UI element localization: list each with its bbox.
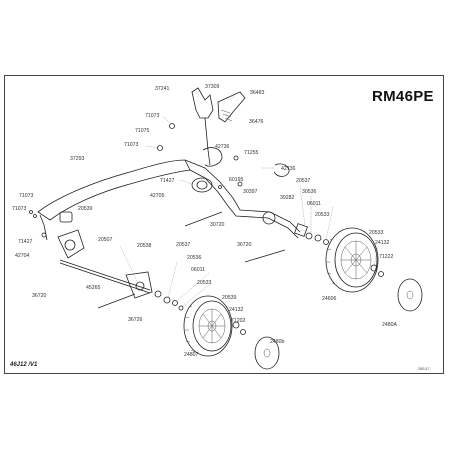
model-title: RM46PE: [372, 88, 434, 105]
label-06011-a: 06011: [307, 201, 321, 207]
label-36720-a: 36720: [237, 242, 252, 248]
label-71073-b: 71073: [124, 142, 139, 148]
frame-fasteners: [29, 123, 290, 238]
label-20539-b: 20539: [222, 295, 237, 301]
label-45265: 45265: [86, 285, 101, 291]
leader-lines: [119, 88, 379, 308]
label-24807: 24807: [184, 352, 199, 358]
threaded-rods: [97, 211, 286, 309]
label-24606: 24606: [322, 296, 337, 302]
label-20507: 20507: [98, 237, 113, 243]
label-30397: 30397: [243, 189, 258, 195]
right-axle-parts: [262, 211, 384, 277]
label-30536-a: 30536: [302, 189, 317, 195]
label-36726: 36726: [128, 317, 143, 323]
handle-bracket: [191, 87, 246, 166]
label-71202: 71202: [231, 318, 246, 324]
label-42736-a: 42736: [215, 144, 230, 150]
label-42704: 42704: [15, 253, 30, 259]
label-71075: 71075: [135, 128, 150, 134]
label-20533-a: 20533: [315, 212, 330, 218]
label-37241: 37241: [155, 86, 170, 92]
label-36476: 36476: [249, 119, 264, 125]
label-71427-b: 71427: [18, 239, 33, 245]
label-20533-c: 20533: [197, 280, 212, 286]
label-71427-a: 71427: [160, 178, 175, 184]
label-71073-c: 71073: [19, 193, 34, 199]
diagram-date: 28/1/17: [418, 367, 430, 371]
label-06011-b: 06011: [191, 267, 205, 273]
label-30720-a: 30720: [210, 222, 225, 228]
hubcaps: [254, 278, 423, 370]
label-42736-b: 42736: [281, 166, 296, 172]
part-labels: 37241 37309 36483 36476 71073 71075 7107…: [12, 84, 398, 358]
rear-axle-frame: [37, 159, 301, 241]
label-37293: 37293: [70, 156, 85, 162]
label-71255: 71255: [244, 150, 259, 156]
label-42705: 42705: [150, 193, 165, 199]
label-37309: 37309: [205, 84, 220, 90]
label-71073-a: 71073: [145, 113, 160, 119]
label-71073-d: 71073: [12, 206, 27, 212]
label-20537-a: 20537: [296, 178, 311, 184]
label-20539-a: 20539: [78, 206, 93, 212]
rear-pivot-bracket: [57, 229, 153, 299]
rear-wheel-right: [325, 227, 379, 293]
label-36720-b: 36720: [32, 293, 47, 299]
label-24132-b: 24132: [229, 307, 244, 313]
label-20537-b: 20537: [176, 242, 191, 248]
label-39282: 39282: [280, 195, 295, 201]
label-20538: 20538: [137, 243, 152, 249]
label-20536-b: 20536: [187, 255, 202, 261]
diagram-frame: [4, 75, 444, 374]
label-36483: 36483: [250, 90, 265, 96]
label-2480A: 2480A: [382, 322, 398, 328]
diagram-code: 46J12 /V1: [10, 362, 38, 368]
label-20533-b: 20533: [369, 230, 384, 236]
label-60195: 60195: [229, 177, 244, 183]
label-71222-a: 71222: [379, 254, 394, 260]
label-24132-a: 24132: [375, 240, 390, 246]
front-wheel-left: [183, 295, 233, 357]
left-axle-parts: [154, 290, 246, 335]
label-2480b: 2480b: [270, 339, 285, 345]
